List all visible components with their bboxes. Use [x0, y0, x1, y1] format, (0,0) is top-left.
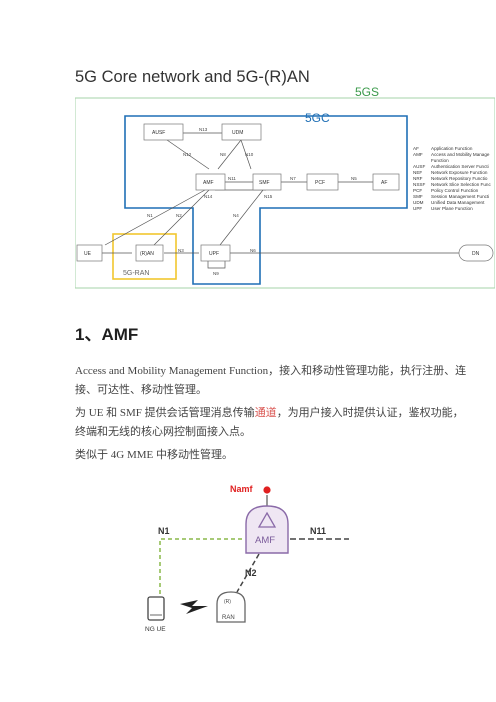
paragraph-definition: Access and Mobility Management Function，…: [75, 365, 467, 396]
p2-text-before: 为 UE 和 SMF 提供会话管理消息传输: [75, 407, 255, 419]
smf-label: SMF: [259, 180, 270, 186]
ran-bottom-label: RAN: [222, 615, 235, 621]
n3-label: N3: [178, 248, 184, 253]
section-heading: 1、AMF: [75, 325, 139, 344]
legend-abbr: NRF: [413, 176, 423, 181]
n6-label: N6: [250, 248, 256, 253]
n1-label: N1: [147, 213, 153, 218]
figure-amf-interfaces: Namf N1 N11 N2 AMF NG UE (R) RAN: [142, 476, 357, 636]
n13-label: N13: [199, 127, 208, 132]
legend-desc: Authentication Server Functi: [431, 164, 489, 169]
5g-ran-label: 5G-RAN: [123, 270, 149, 277]
legend-abbr: UPF: [413, 206, 422, 211]
node-boxes: [76, 123, 494, 262]
amf-triangle-icon: [257, 511, 277, 528]
amf-diagram: Namf N1 N11 N2 AMF NG UE (R) RAN: [145, 484, 349, 633]
legend-desc: Network Exposure Function: [431, 170, 488, 175]
legend-abbr: AMF: [413, 152, 423, 157]
n12-label: N12: [183, 152, 192, 157]
amf-label: AMF: [255, 535, 275, 546]
interface-links: [90, 132, 459, 269]
n15-label: N15: [264, 194, 273, 199]
5gc-boundary: [124, 115, 408, 285]
ue-label: UE: [84, 251, 92, 257]
ausf-node: [143, 123, 184, 141]
n1-label: N1: [158, 526, 170, 536]
legend-desc: Session Management Functi: [431, 194, 489, 199]
dn-node: [458, 244, 494, 262]
diagram-title: 5G Core network and 5G-(R)AN: [75, 68, 310, 86]
pcf-node: [306, 173, 339, 191]
n8-label: N8: [220, 152, 226, 157]
ran-label: (R)AN: [140, 251, 154, 257]
phone-icon: [147, 596, 165, 621]
n11-label: N11: [228, 176, 236, 181]
n2-link: [236, 553, 260, 593]
n1-link: [159, 538, 245, 594]
legend-desc: Function: [431, 158, 449, 163]
legend-abbr: NEF: [413, 170, 422, 175]
n5-label: N5: [351, 176, 357, 181]
radio-link-icon: [180, 600, 208, 614]
af-label: AF: [381, 180, 387, 186]
amf-node: [195, 173, 226, 191]
ng-ue-label: NG UE: [145, 626, 166, 633]
ran-node: [216, 591, 246, 623]
legend-abbr: SMF: [413, 194, 423, 199]
5gs-label: 5GS: [355, 85, 379, 99]
legend-desc: User Plane Function: [431, 206, 473, 211]
5gs-boundary: [75, 97, 495, 289]
legend-abbr: UDM: [413, 200, 424, 205]
legend-desc: Access and Mobility Manage: [431, 152, 490, 157]
5g-ran-boundary: [112, 233, 177, 280]
figure-5g-core-architecture: 5G Core network and 5G-(R)AN 5GS 5GC 5G-…: [75, 58, 495, 290]
af-node: [372, 173, 400, 191]
legend-desc: Application Function: [431, 146, 473, 151]
legend-desc: Policy Control Function: [431, 188, 479, 193]
ran-top-label: (R): [224, 599, 231, 605]
legend-abbr: AF: [413, 146, 419, 151]
upf-node: [200, 244, 231, 262]
channel-link[interactable]: 通道: [254, 407, 277, 419]
namf-dot-icon: [263, 486, 271, 494]
architecture-diagram: 5G Core network and 5G-(R)AN 5GS 5GC 5G-…: [75, 68, 495, 289]
n10-label: N10: [245, 152, 254, 157]
n9-label: N9: [213, 271, 219, 276]
legend-abbr: NSSF: [413, 182, 425, 187]
smf-node: [252, 173, 282, 191]
5gc-label: 5GC: [305, 111, 330, 125]
udm-node: [221, 123, 262, 141]
amf-label: AMF: [203, 180, 214, 186]
p2-text-after: ，为用户接入时提供认证，鉴权功能，终端和无线的核心网控制面接入点。: [75, 407, 464, 438]
legend-desc: Unified Data Management: [431, 200, 485, 205]
n4-label: N4: [233, 213, 239, 218]
n14-label: N14: [204, 194, 213, 199]
dn-label: DN: [472, 251, 480, 257]
legend-abbr: AUSF: [413, 164, 425, 169]
legend-desc: Network Repository Functio: [431, 176, 488, 181]
upf-label: UPF: [209, 251, 219, 257]
n2-label: N2: [245, 568, 257, 578]
ue-node: [76, 244, 103, 262]
amf-node: [245, 505, 289, 554]
legend-desc: Network Slice Selection Func: [431, 182, 491, 187]
udm-label: UDM: [232, 130, 243, 136]
paragraph-analogy: 类似于 4G MME 中移动性管理。: [75, 449, 233, 461]
pcf-label: PCF: [315, 180, 325, 186]
ran-node: [135, 244, 164, 262]
n2-label: N2: [176, 213, 182, 218]
ausf-label: AUSF: [152, 130, 165, 136]
namf-label: Namf: [230, 484, 254, 494]
n11-label: N11: [310, 526, 326, 536]
n7-label: N7: [290, 176, 296, 181]
legend-abbr: PCF: [413, 188, 422, 193]
paragraph-functions: 为 UE 和 SMF 提供会话管理消息传输通道，为用户接入时提供认证，鉴权功能，…: [75, 404, 470, 442]
